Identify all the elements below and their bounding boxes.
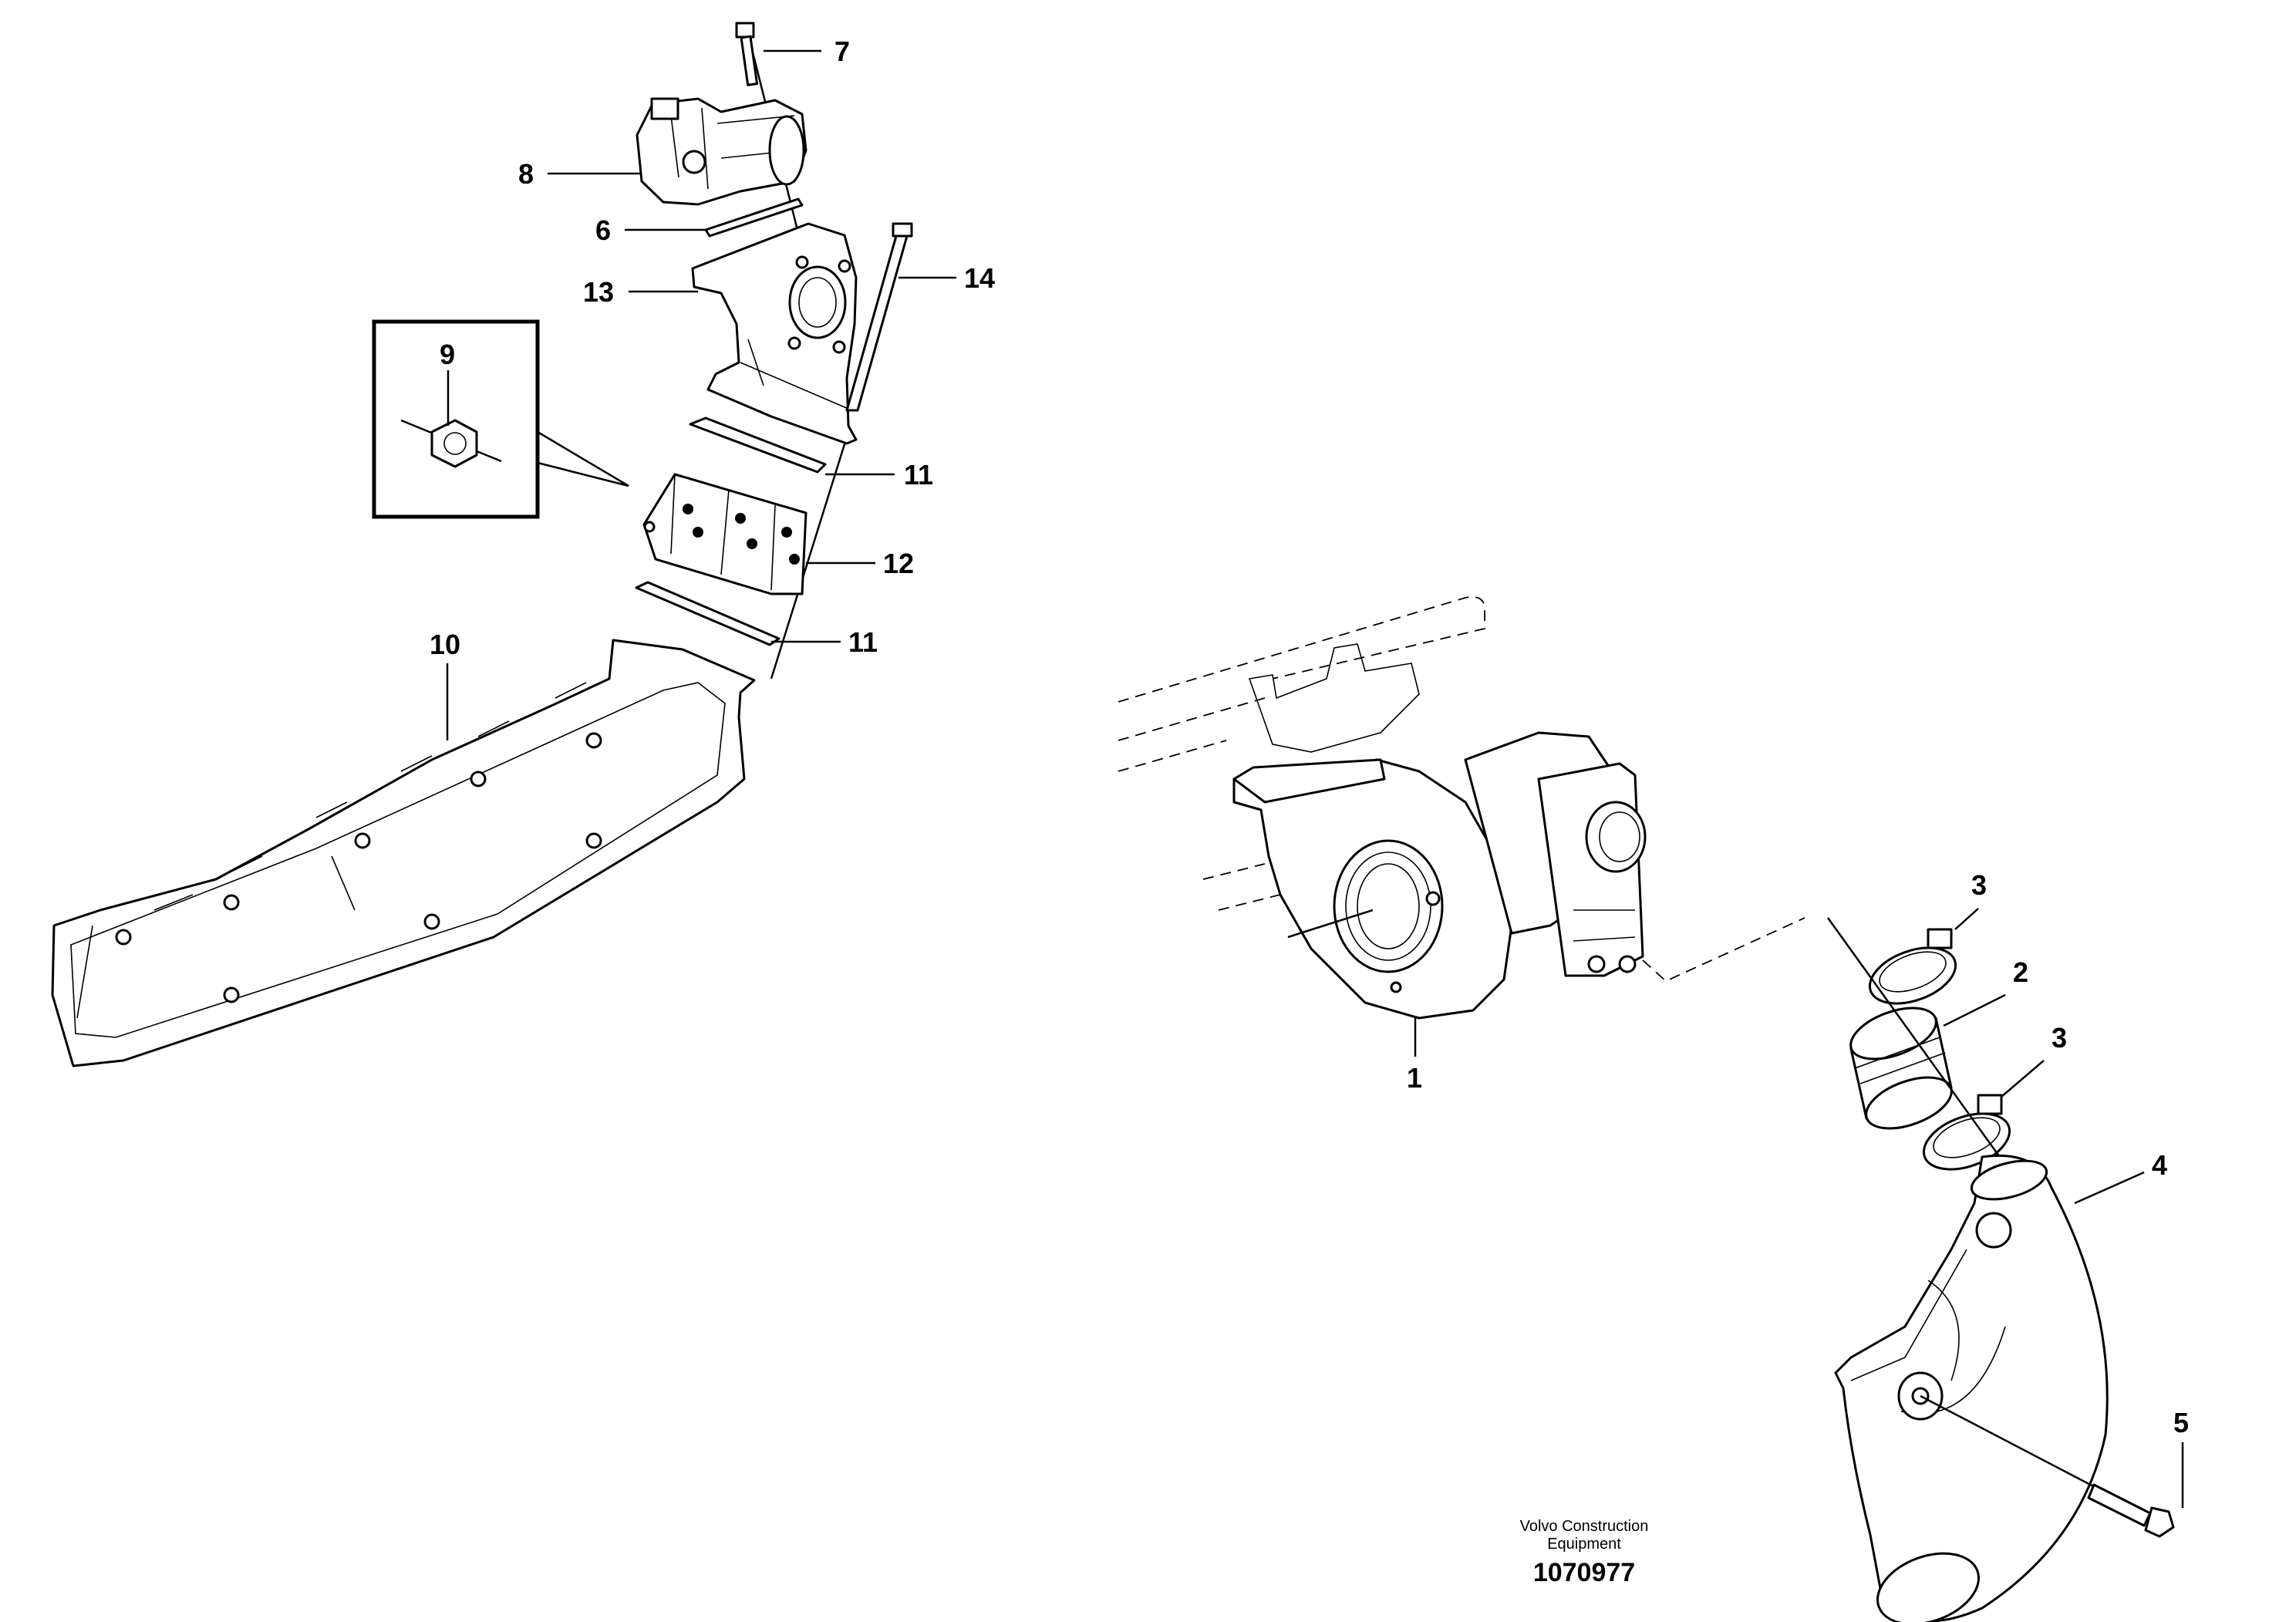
callout-6: 6	[595, 214, 611, 246]
part-13-pipe-elbow	[691, 222, 858, 445]
alignment-line-right	[1826, 917, 2007, 1165]
callout-14: 14	[964, 262, 995, 294]
callout-13: 13	[583, 276, 614, 308]
part-14-long-bolt	[845, 222, 913, 412]
callout-5: 5	[2173, 1407, 2189, 1438]
callout-11-lower: 11	[848, 626, 878, 658]
part-11-gasket-upper	[689, 416, 827, 474]
callout-3-lower: 3	[2052, 1022, 2067, 1054]
part-10-exhaust-manifold	[51, 639, 756, 1067]
callout-8: 8	[518, 158, 534, 190]
callout-11-upper: 11	[904, 459, 933, 491]
leader-lines	[446, 49, 2184, 1508]
part-1-turbocharger	[1232, 643, 1647, 1020]
callout-1: 1	[1407, 1062, 1422, 1094]
footer: Volvo Construction Equipment 1070977	[1520, 1518, 1649, 1587]
company-name-line2: Equipment	[1547, 1536, 1621, 1553]
callout-10: 10	[430, 629, 460, 660]
callout-12: 12	[883, 548, 914, 579]
part-7-bolt	[735, 22, 759, 86]
part-6-gasket	[704, 197, 804, 238]
part-8-actuator	[636, 97, 807, 206]
part-3-clamp-upper	[1868, 928, 1957, 1005]
part-11-gasket-lower	[635, 581, 781, 646]
callout-2: 2	[2013, 956, 2028, 988]
document-number: 1070977	[1533, 1558, 1635, 1587]
callout-7: 7	[834, 35, 850, 67]
part-2-hose-sleeve	[1849, 1007, 1953, 1130]
callout-3-upper: 3	[1971, 869, 1987, 901]
part-12-block	[642, 473, 807, 595]
callout-labels: 7 8 6 13 14 9 11 12 11 10 1 3 2 3 4 5	[430, 35, 2189, 1438]
detail-inset-part-9	[372, 319, 629, 519]
dashed-connector	[1642, 917, 1805, 983]
part-4-exhaust-pipe	[1834, 1154, 2109, 1622]
company-name-line1: Volvo Construction	[1520, 1518, 1649, 1535]
callout-9: 9	[440, 339, 455, 370]
callout-4: 4	[2152, 1149, 2167, 1181]
part-5-bolt	[1920, 1394, 2175, 1538]
